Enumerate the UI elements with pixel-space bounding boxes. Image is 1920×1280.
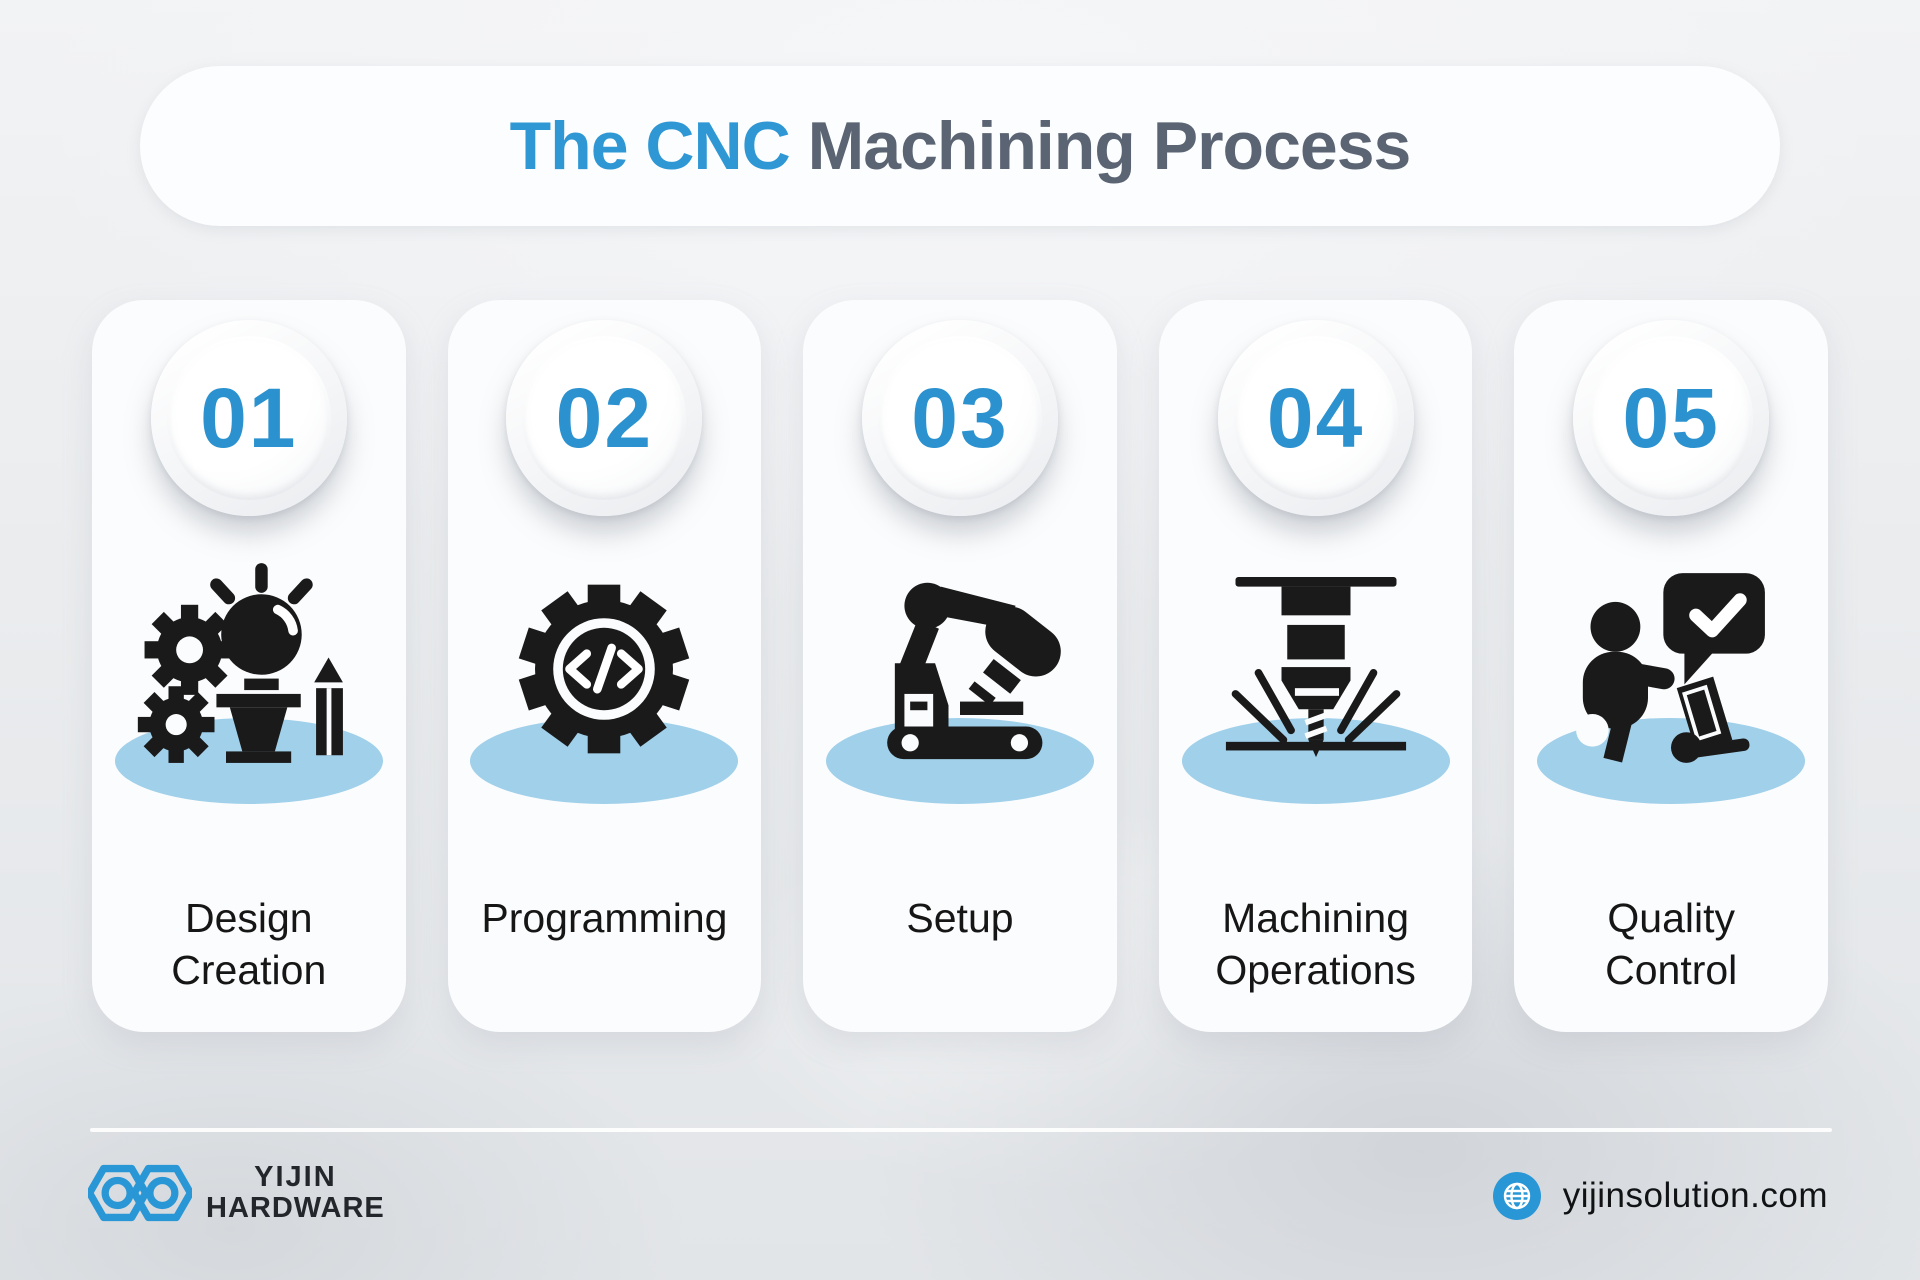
- infinity-hexagons-icon: [88, 1164, 192, 1221]
- step-number: 04: [1266, 370, 1365, 465]
- title-rest: Machining Process: [789, 108, 1412, 184]
- step-label: Machining Operations: [1215, 892, 1416, 997]
- website-block: yijinsolution.com: [1492, 1172, 1828, 1220]
- label-line-1: Machining: [1222, 895, 1410, 941]
- brand-logo: YIJIN HARDWARE: [88, 1162, 385, 1223]
- step-number: 02: [555, 370, 654, 465]
- label-line-1: Quality: [1607, 895, 1735, 941]
- step-icon-zone: [803, 526, 1117, 826]
- brand-name: YIJIN HARDWARE: [206, 1162, 385, 1223]
- step-card-design-creation: 01: [92, 300, 406, 1032]
- milling-spindle-icon: [1225, 577, 1406, 758]
- step-number-badge: 01: [150, 320, 347, 516]
- step-number-badge: 02: [506, 320, 703, 516]
- step-number: 01: [200, 370, 298, 465]
- step-icon-zone: [92, 526, 406, 826]
- step-card-quality-control: 05: [1514, 300, 1828, 1032]
- step-card-programming: 02: [447, 300, 762, 1032]
- step-number-badge: 05: [1573, 320, 1770, 516]
- design-creation-icon: [137, 563, 343, 763]
- page-title: The CNC Machining Process: [509, 107, 1412, 185]
- quality-check-icon: [1576, 573, 1766, 763]
- step-number: 03: [911, 370, 1009, 465]
- label-line-1: Programming: [481, 895, 728, 941]
- label-line-2: Creation: [171, 947, 327, 994]
- step-card-machining-operations: 04: [1158, 300, 1473, 1032]
- step-number: 05: [1622, 370, 1720, 465]
- footer-divider: [90, 1128, 1832, 1132]
- step-label: Setup: [906, 892, 1013, 944]
- label-line-2: Control: [1605, 947, 1738, 994]
- label-line-1: Setup: [906, 895, 1014, 941]
- brand-line-1: YIJIN: [254, 1161, 337, 1193]
- title-highlight: The CNC: [509, 108, 791, 184]
- label-line-1: Design: [184, 895, 313, 941]
- robot-arm-icon: [887, 582, 1061, 760]
- step-number-badge: 03: [861, 320, 1058, 516]
- step-label: Quality Control: [1605, 892, 1737, 997]
- header-banner: The CNC Machining Process: [140, 66, 1780, 226]
- step-icon-zone: [448, 526, 762, 826]
- programming-icon: [519, 584, 690, 754]
- brand-line-2: HARDWARE: [206, 1191, 385, 1224]
- process-steps: 01: [92, 300, 1828, 1032]
- step-label: Programming: [481, 892, 727, 944]
- step-card-setup: 03: [803, 300, 1117, 1032]
- step-label: Design Creation: [171, 892, 326, 997]
- step-icon-zone: [1159, 526, 1473, 826]
- globe-icon: [1492, 1172, 1541, 1220]
- step-icon-zone: [1514, 526, 1828, 826]
- website-url: yijinsolution.com: [1562, 1176, 1828, 1215]
- label-line-2: Operations: [1215, 947, 1416, 994]
- step-number-badge: 04: [1217, 320, 1414, 516]
